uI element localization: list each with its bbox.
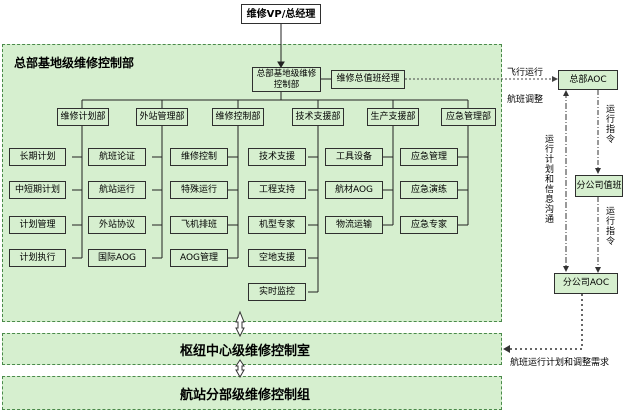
label-plan-communication: 运行计划和信息沟通 xyxy=(543,134,553,224)
branch-aoc-box: 分公司AOC xyxy=(554,273,618,294)
item-logistics: 物流运输 xyxy=(325,216,383,234)
dept-technical-support: 技术支援部 xyxy=(292,108,344,126)
item-type-expert: 机型专家 xyxy=(248,216,306,234)
item-special-operation: 特殊运行 xyxy=(170,181,228,199)
item-mid-short-plan: 中短期计划 xyxy=(9,181,66,199)
item-emergency-drill: 应急演练 xyxy=(400,181,458,199)
item-realtime-monitoring: 实时监控 xyxy=(248,283,306,301)
item-plan-management: 计划管理 xyxy=(9,216,66,234)
label-flight-ops: 飞行运行 xyxy=(507,68,544,78)
item-international-aog: 国际AOG xyxy=(88,249,146,267)
item-outstation-agreement: 外站协议 xyxy=(88,216,146,234)
item-material-aog: 航材AOG xyxy=(325,181,383,199)
hq-title: 总部基地级维修控制部 xyxy=(14,56,135,70)
item-flight-validation: 航班论证 xyxy=(88,148,146,166)
hq-center-box: 总部基地级维修控制部 xyxy=(252,67,321,92)
item-tools-equipment: 工具设备 xyxy=(325,148,383,166)
station-title: 航站分部级维修控制组 xyxy=(180,388,311,403)
duty-manager-box: 维修总值班经理 xyxy=(331,70,405,89)
hub-title: 枢纽中心级维修控制室 xyxy=(180,344,311,359)
dept-maintenance-planning: 维修计划部 xyxy=(57,108,109,126)
item-station-operation: 航站运行 xyxy=(88,181,146,199)
item-aog-management: AOG管理 xyxy=(170,249,228,267)
label-ops-instruction-1: 运行指令 xyxy=(604,104,614,144)
item-air-ground-support: 空地支援 xyxy=(248,249,306,267)
vp-box: 维修VP/总经理 xyxy=(241,4,321,24)
item-emergency-expert: 应急专家 xyxy=(400,216,458,234)
item-maintenance-control: 维修控制 xyxy=(170,148,228,166)
dept-emergency-management: 应急管理部 xyxy=(441,108,496,126)
item-aircraft-scheduling: 飞机排班 xyxy=(170,216,228,234)
item-technical-support: 技术支援 xyxy=(248,148,306,166)
item-plan-execution: 计划执行 xyxy=(9,249,66,267)
dept-production-support: 生产支援部 xyxy=(367,108,419,126)
station-region xyxy=(2,376,502,410)
dept-outstation-management: 外站管理部 xyxy=(136,108,188,126)
hub-region xyxy=(2,333,502,365)
label-ops-instruction-2: 运行指令 xyxy=(604,206,614,246)
label-flight-adjust: 航班调整 xyxy=(507,95,544,105)
item-engineering-support: 工程支持 xyxy=(248,181,306,199)
branch-duty-box: 分公司值班 xyxy=(575,175,623,197)
label-plan-request: 航班运行计划和调整需求 xyxy=(510,358,610,368)
item-emergency-management: 应急管理 xyxy=(400,148,458,166)
hq-aoc-box: 总部AOC xyxy=(558,70,618,90)
dept-maintenance-control: 维修控制部 xyxy=(212,108,264,126)
item-long-term-plan: 长期计划 xyxy=(9,148,66,166)
